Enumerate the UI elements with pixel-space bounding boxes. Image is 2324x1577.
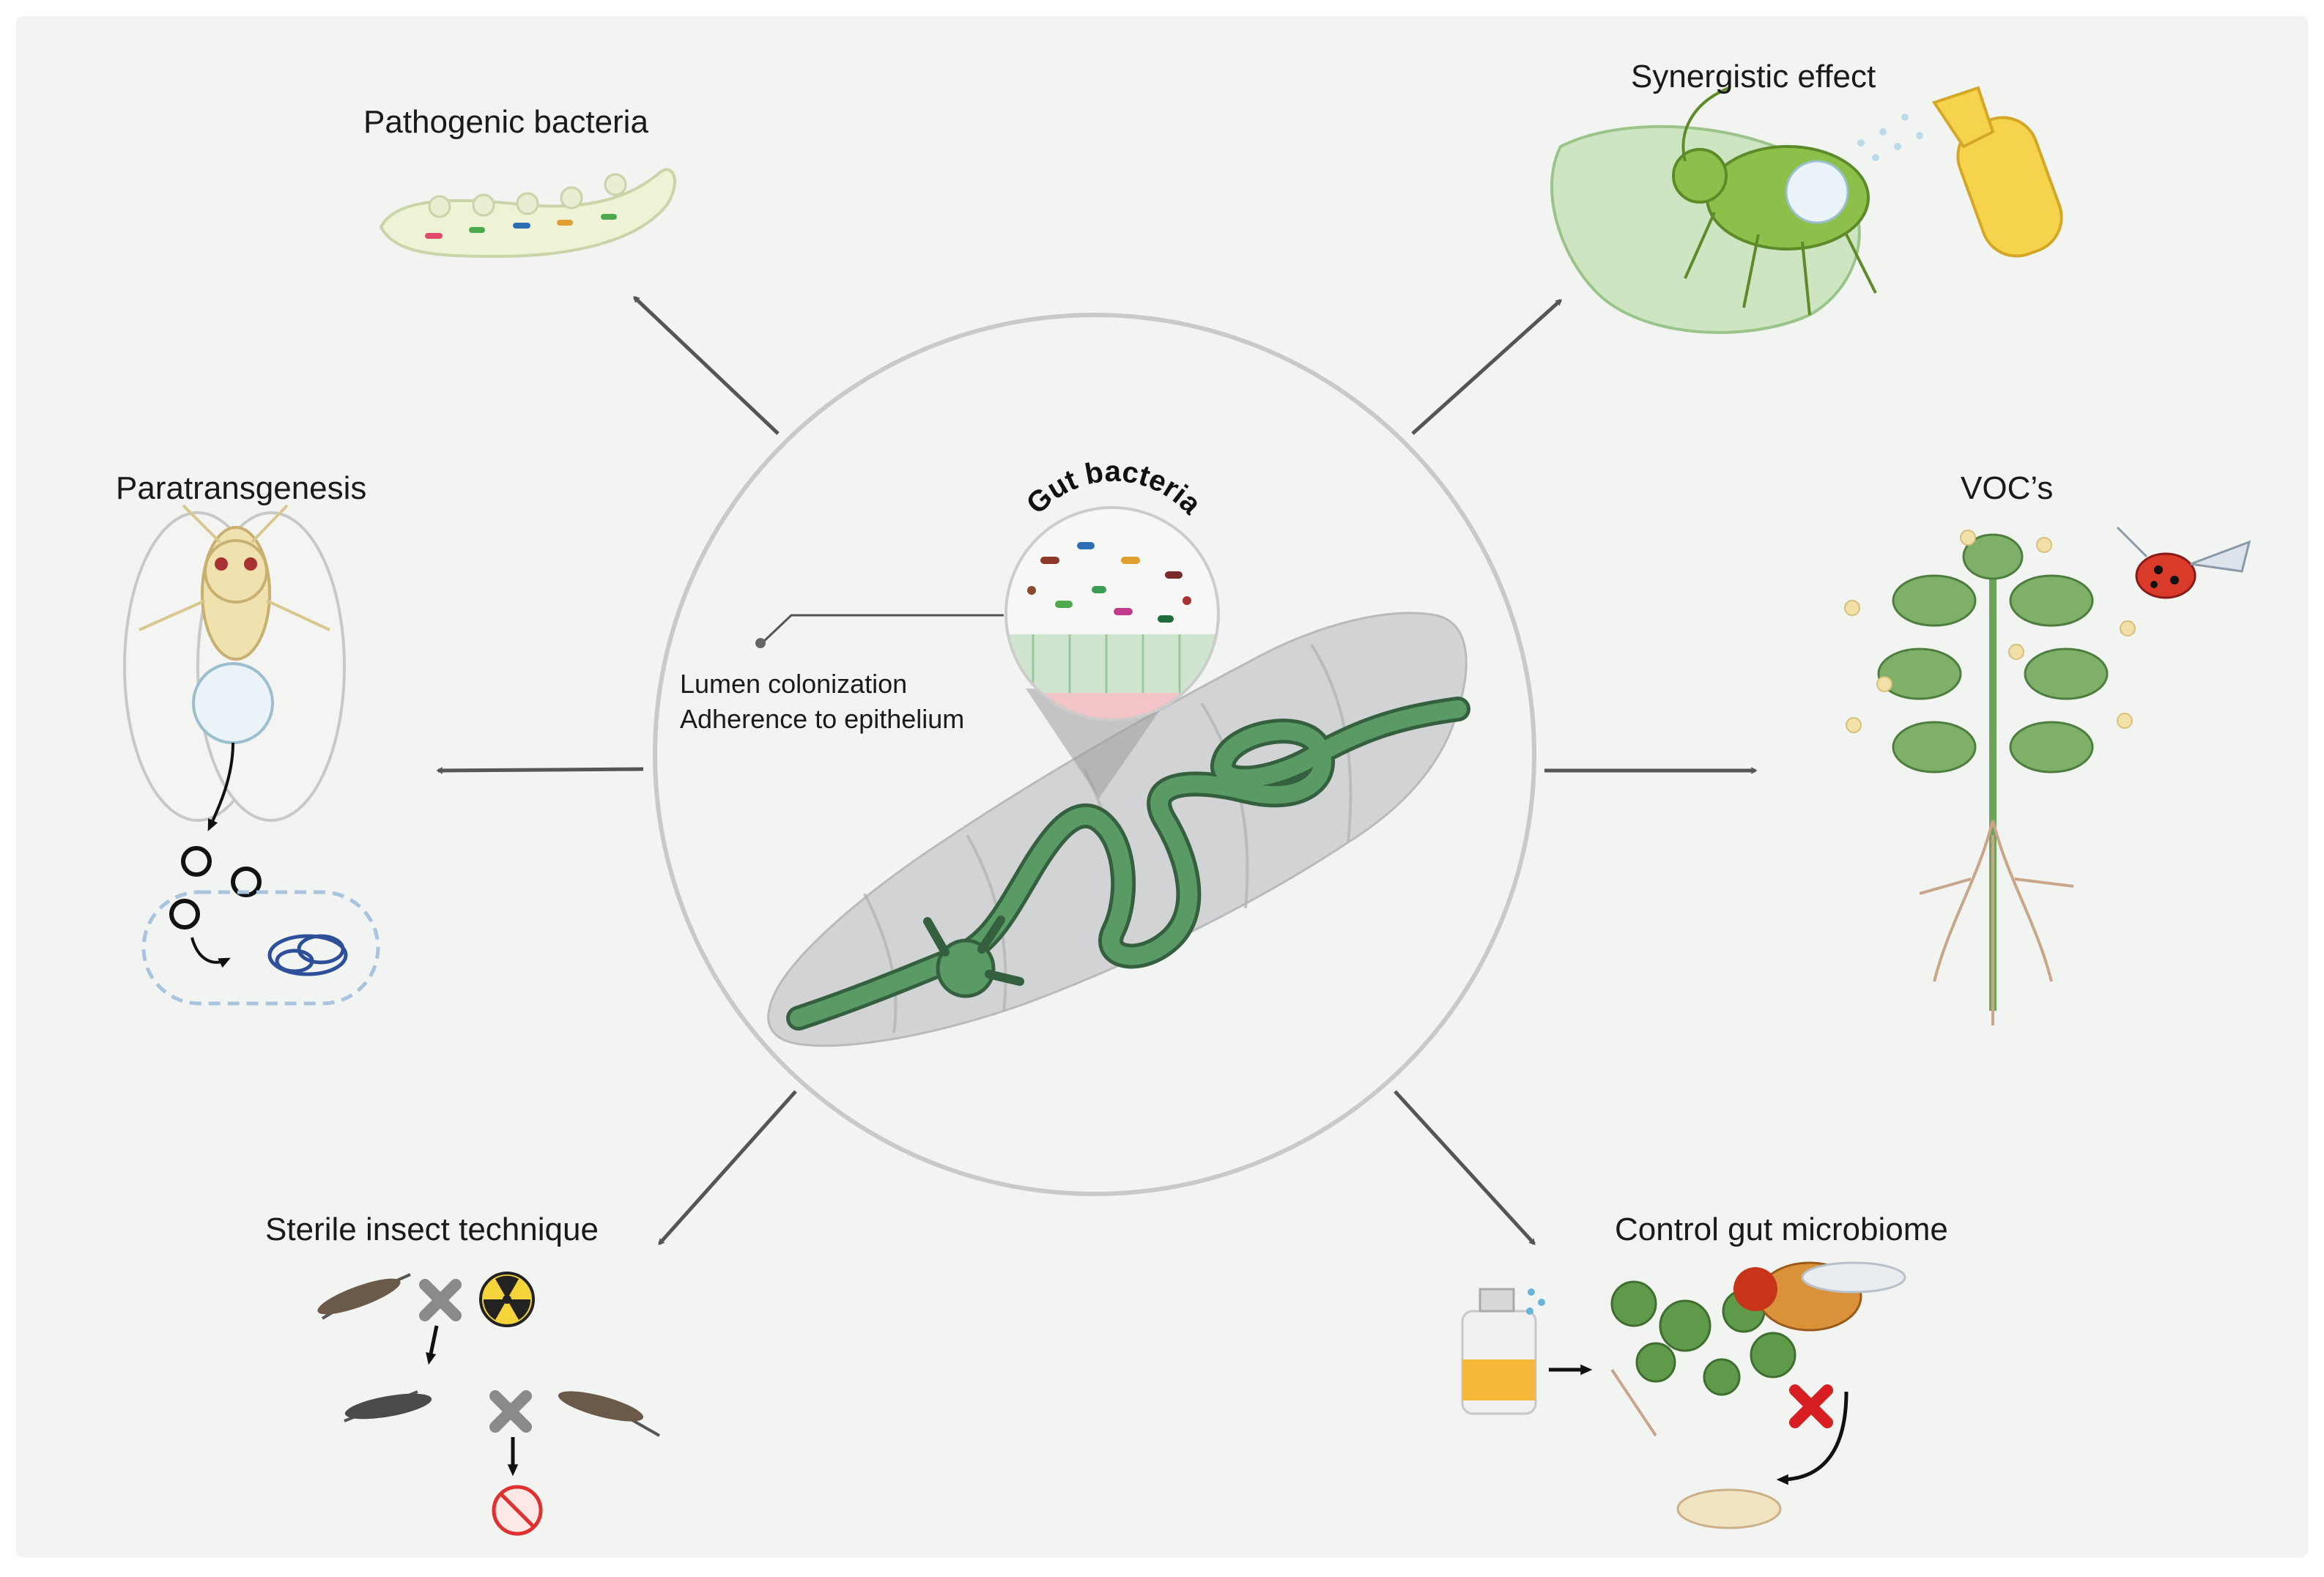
lumen-colonization-note: Lumen colonization	[680, 669, 908, 699]
leader-line	[761, 614, 1004, 645]
caterpillar-icon	[379, 168, 676, 259]
leader-dot	[755, 638, 766, 648]
arrow-to-synergistic	[1411, 299, 1562, 435]
arrow-to-paratransgenesis	[436, 767, 644, 774]
arrow-to-pathogenic	[633, 296, 780, 435]
synergistic-effect-label: Synergistic effect	[1631, 59, 1876, 94]
pathogenic-bacteria-label: Pathogenic bacteria	[363, 104, 648, 140]
mosquito-radiation-icon	[317, 1272, 660, 1536]
arrow-to-control	[1394, 1090, 1536, 1245]
sterile-insect-technique-label: Sterile insect technique	[265, 1211, 599, 1247]
control-gut-microbiome-label: Control gut microbiome	[1615, 1211, 1948, 1247]
whitefly-plasmid-icon	[123, 504, 380, 1006]
arrow-to-sterile	[658, 1090, 797, 1245]
vocs-label: VOC’s	[1961, 470, 2054, 506]
central-circle	[653, 313, 1536, 1196]
fly-spray-icon	[1461, 1261, 1906, 1529]
aphid-sprayer-icon	[1550, 86, 2063, 334]
plant-ladybug-icon	[1844, 526, 2251, 1025]
paratransgenesis-label: Paratransgenesis	[116, 470, 367, 506]
adherence-epithelium-note: Adherence to epithelium	[680, 704, 965, 734]
larva-gut-icon	[767, 612, 1470, 1047]
